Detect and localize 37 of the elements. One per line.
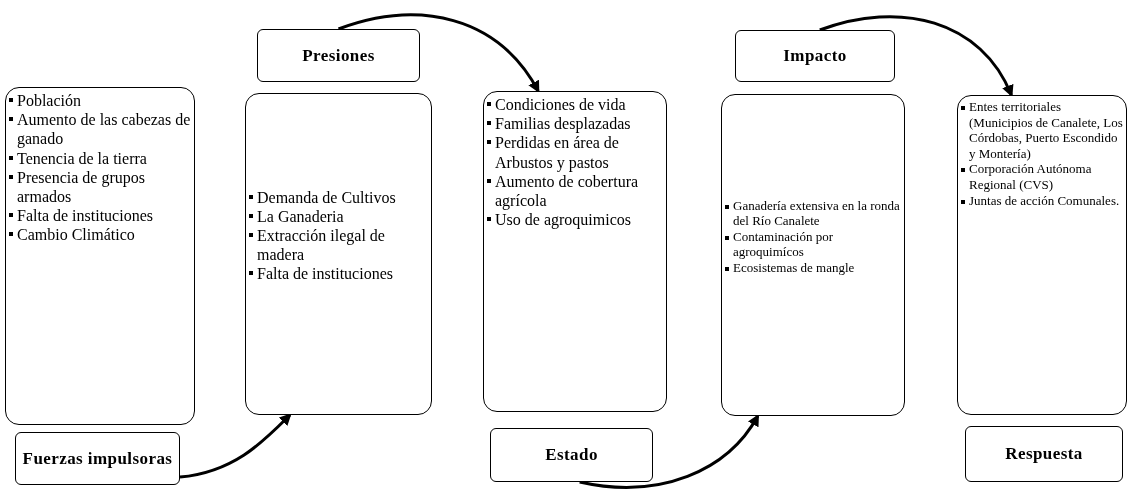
indicator-list-box bbox=[245, 93, 432, 415]
list-item: Uso de agroquimicos bbox=[495, 210, 631, 230]
stage-label-box bbox=[965, 426, 1123, 482]
list-item: Tenencia de la tierra bbox=[17, 148, 147, 168]
list-item: Aumento de cobertura agrícola bbox=[495, 172, 640, 211]
stage-title: Respuesta bbox=[1005, 444, 1083, 464]
list-item: Falta de instituciones bbox=[17, 206, 153, 226]
list-item: Presencia de grupos armados bbox=[17, 167, 146, 207]
list-item: Perdidas en área de Arbustos y pastos bbox=[495, 133, 620, 172]
stage-label-box bbox=[490, 428, 653, 482]
stage-title: Estado bbox=[545, 445, 598, 465]
list-item: Entes territoriales (Municipios de Canalete, Los Córdobas, Puerto Escondido y Montería) bbox=[969, 99, 1123, 162]
list-item: Corporación Autónoma Regional (CVS) bbox=[969, 161, 1093, 193]
list-item: Aumento de las cabezas de ganado bbox=[17, 110, 191, 149]
stage-title: Impacto bbox=[783, 46, 847, 66]
stage-title: Fuerzas impulsoras bbox=[22, 448, 173, 469]
stage-label-box bbox=[257, 29, 420, 82]
list-item: Contaminación por agroquimícos bbox=[733, 228, 834, 260]
indicator-list-box bbox=[721, 94, 905, 416]
list-item: Condiciones de vida bbox=[495, 95, 626, 115]
list-item: Familias desplazadas bbox=[495, 114, 631, 134]
list-item: Ganadería extensiva en la ronda del Río Canalete bbox=[733, 197, 901, 229]
list-item: La Ganaderia bbox=[257, 206, 344, 226]
indicator-list-box bbox=[5, 87, 195, 425]
list-item: Población bbox=[17, 91, 81, 111]
stage-label-box bbox=[735, 30, 895, 82]
stage-label-box bbox=[15, 432, 180, 485]
list-item: Falta de instituciones bbox=[257, 264, 393, 284]
indicator-list-box bbox=[483, 91, 667, 412]
list-item: Cambio Climático bbox=[17, 225, 135, 245]
list-item: Extracción ilegal de madera bbox=[257, 225, 386, 265]
indicator-list-box bbox=[957, 95, 1127, 415]
list-item: Demanda de Cultivos bbox=[257, 187, 396, 207]
curved-arrow bbox=[179, 413, 292, 479]
list-item: Juntas de acción Comunales. bbox=[969, 192, 1120, 209]
list-item: Ecosistemas de mangle bbox=[733, 259, 855, 276]
stage-title: Presiones bbox=[302, 45, 375, 66]
